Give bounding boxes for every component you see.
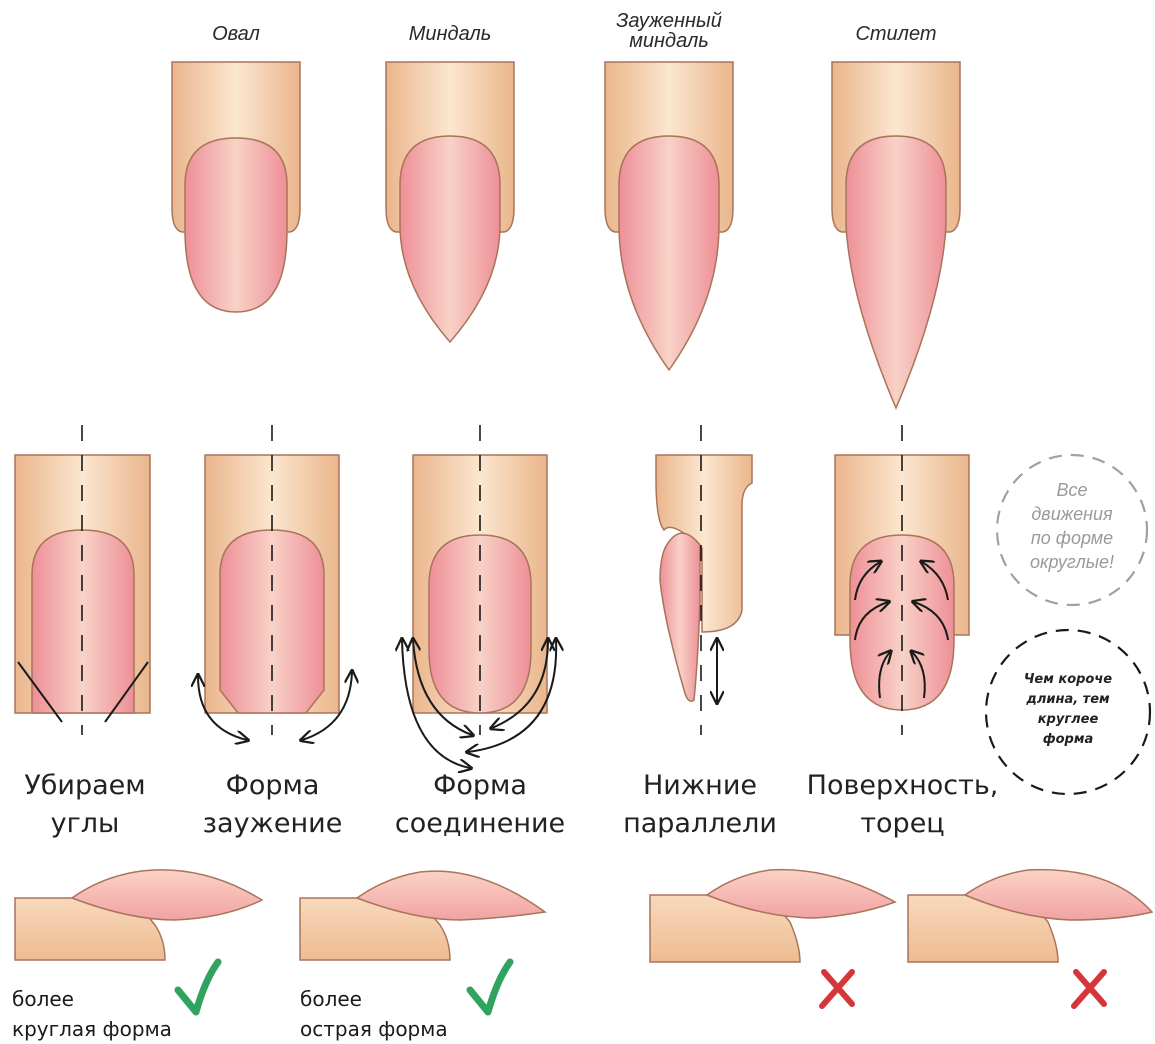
step-lower-parallels	[656, 425, 752, 735]
profile-label-rounder: более круглая форма	[12, 984, 232, 1044]
shape-narrow-almond	[605, 62, 733, 370]
step-surface-edge	[835, 425, 969, 735]
nail	[185, 138, 287, 312]
nail	[846, 136, 946, 408]
shape-label-oval: Овал	[176, 24, 296, 44]
nail-side	[660, 533, 700, 701]
step-label-narrowing: Форма заужение	[185, 767, 360, 843]
shape-oval	[172, 62, 300, 312]
nail	[429, 535, 531, 713]
profile-2	[300, 871, 545, 960]
step-label-joining: Форма соединение	[385, 767, 575, 843]
step-joining	[402, 425, 556, 768]
note-round-moves: Все движения по форме округлые!	[1012, 478, 1132, 574]
shape-label-almond: Миндаль	[385, 24, 515, 44]
step-label-lower-parallels: Нижние параллели	[610, 767, 790, 843]
step-label-surface-edge: Поверхность, торец	[795, 767, 1010, 843]
nail	[619, 136, 719, 370]
step-remove-corners	[15, 425, 150, 735]
cross-icon	[1074, 972, 1104, 1006]
nail	[850, 535, 954, 710]
shape-label-narrow-almond: Зауженный миндаль	[594, 11, 744, 51]
note-shorter-rounder: Чем короче длина, тем круглее форма	[1003, 670, 1133, 750]
profile-1	[15, 870, 262, 960]
shape-almond	[386, 62, 514, 342]
nail	[32, 530, 134, 713]
nail	[400, 136, 500, 342]
profile-4	[908, 870, 1152, 962]
shape-stiletto	[832, 62, 960, 408]
cross-icon	[822, 972, 852, 1006]
profile-label-sharper: более острая форма	[300, 984, 520, 1044]
step-label-remove-corners: Убираем углы	[0, 767, 170, 843]
step-narrowing	[198, 425, 352, 740]
profile-3	[650, 870, 895, 962]
shape-label-stiletto: Стилет	[836, 24, 956, 44]
